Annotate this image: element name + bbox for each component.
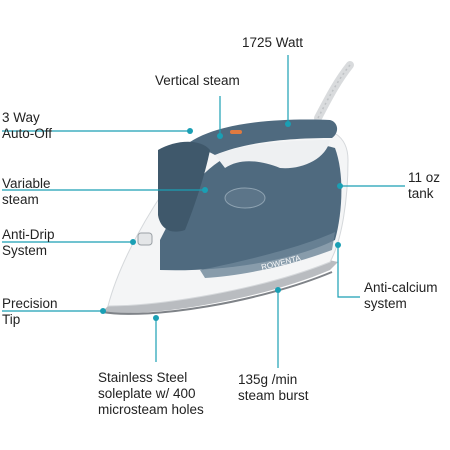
temperature-dial [224,187,266,209]
power-cord [314,61,354,122]
label-auto-off: 3 Way Auto-Off [2,110,53,141]
label-precision-tip: Precision Tip [2,296,58,327]
iron-handle [190,119,338,155]
label-tank: 11 oz tank [408,170,441,201]
label-anti-calcium: Anti-calcium system [364,280,438,311]
label-anti-drip: Anti-Drip System [2,227,55,258]
label-steam-burst: 135g /min steam burst [238,372,309,403]
label-vertical-steam: Vertical steam [155,73,240,88]
label-variable-steam: Variable steam [2,176,51,207]
power-indicator [230,130,242,134]
label-soleplate: Stainless Steel soleplate w/ 400 microst… [98,370,204,417]
label-wattage: 1725 Watt [242,35,304,50]
